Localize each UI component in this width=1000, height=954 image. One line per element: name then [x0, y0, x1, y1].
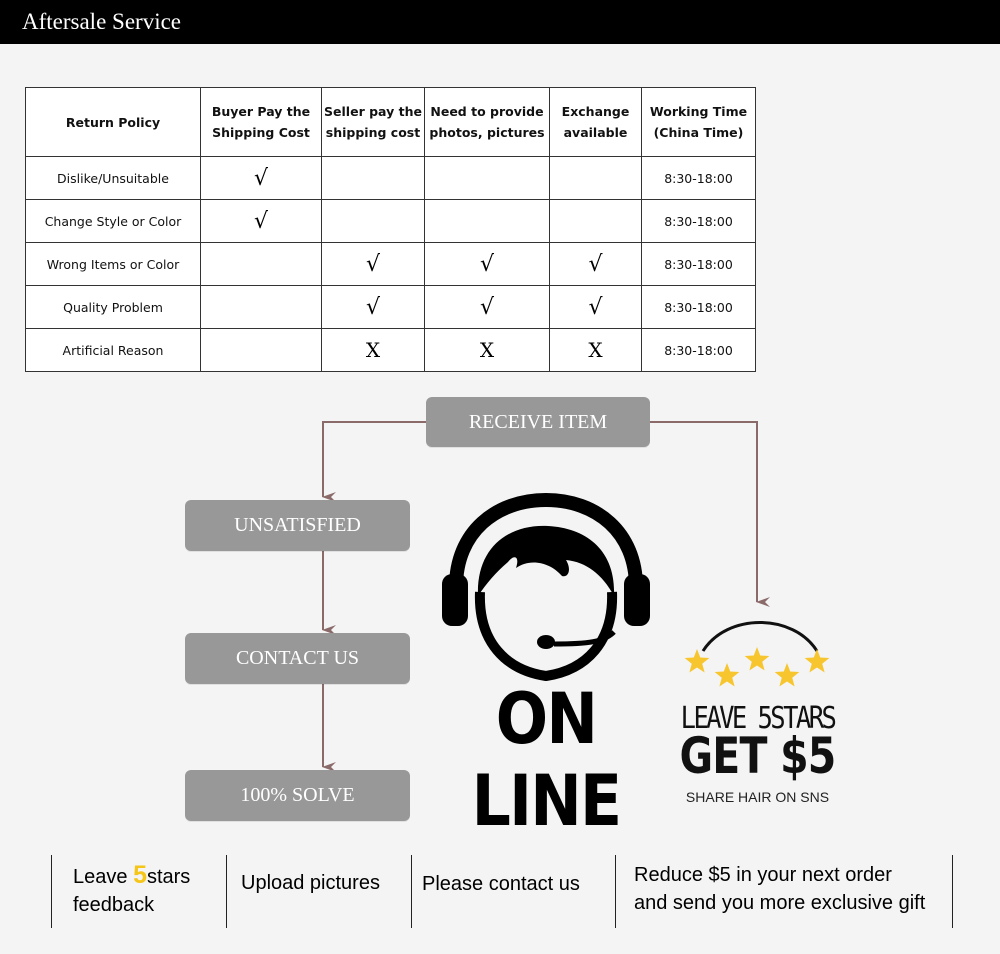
header-text: available [563, 125, 628, 140]
divider [615, 855, 616, 928]
cell-photos-mark [424, 199, 550, 243]
header-working-time: Working Time (China Time) [641, 87, 756, 157]
cell-policy: Artificial Reason [25, 328, 201, 372]
upload-pictures-text: Upload pictures [241, 872, 380, 894]
divider [226, 855, 227, 928]
cell-photos-mark: X [424, 328, 550, 372]
cell-policy: Quality Problem [25, 285, 201, 329]
divider [411, 855, 412, 928]
header-text: Need to provide [430, 104, 544, 119]
contact-us-label: CONTACT US [235, 647, 360, 669]
cell-policy: Change Style or Color [25, 199, 201, 243]
header-text: Shipping Cost [212, 125, 310, 140]
star-icon [804, 649, 830, 673]
header-text: Working Time [649, 104, 748, 119]
table-row: Quality Problem √ √ √ 8:30-18:00 [25, 285, 756, 329]
header-text: (China Time) [653, 125, 744, 140]
stars-arc [701, 621, 819, 652]
cell-policy: Dislike/Unsuitable [25, 156, 201, 200]
header-text: Buyer Pay the [211, 104, 311, 119]
page-header: Aftersale Service [0, 0, 1000, 44]
arrow-receive-to-unsatisfied [322, 421, 426, 502]
cell-seller-mark: X [321, 328, 425, 372]
cell-exchange-mark: √ [549, 285, 642, 329]
receive-item-label: RECEIVE ITEM [468, 410, 608, 433]
cell-seller-mark [321, 199, 425, 243]
upload-pictures-cell: Upload pictures [241, 869, 380, 942]
reduce-line2: and send you more exclusive gift [634, 892, 926, 914]
header-photos: Need to provide photos, pictures [424, 87, 550, 157]
cell-exchange-mark [549, 199, 642, 243]
solve-box: 100% SOLVE [185, 770, 410, 821]
table-row: Wrong Items or Color √ √ √ 8:30-18:00 [25, 242, 756, 286]
reduce-cell: Reduce $5 in your next order and send yo… [634, 861, 925, 934]
share-hair-text: SHARE HAIR ON SNS [685, 789, 830, 805]
header-return-policy: Return Policy [25, 87, 201, 157]
leave-prefix: Leave [73, 866, 134, 888]
header-text: photos, pictures [429, 125, 545, 140]
cell-buyer-mark [200, 242, 322, 286]
headset-support-icon [442, 492, 650, 682]
receive-item-box: RECEIVE ITEM [426, 397, 650, 447]
arrow-receive-to-review [650, 421, 770, 607]
cell-policy: Wrong Items or Color [25, 242, 201, 286]
unsatisfied-box: UNSATISFIED [185, 500, 410, 551]
cell-exchange-mark: X [549, 328, 642, 372]
header-text: Exchange [561, 104, 630, 119]
reduce-line1: Reduce $5 in your next order [634, 864, 892, 886]
header-seller-pay: Seller pay the shipping cost [321, 87, 425, 157]
contact-cell: Please contact us [422, 870, 580, 943]
leave-line2: feedback [73, 894, 155, 916]
cell-time: 8:30-18:00 [641, 285, 756, 329]
cell-buyer-mark: √ [200, 199, 322, 243]
table-row: Change Style or Color √ 8:30-18:00 [25, 199, 756, 243]
five-number: 5 [133, 861, 147, 889]
header-text: Seller pay the [324, 104, 422, 119]
divider [952, 855, 953, 928]
leave-suffix: stars [146, 866, 191, 888]
solve-label: 100% SOLVE [240, 784, 355, 806]
table-row: Artificial Reason X X X 8:30-18:00 [25, 328, 756, 372]
page-title: Aftersale Service [22, 9, 182, 34]
cell-time: 8:30-18:00 [641, 242, 756, 286]
divider [51, 855, 52, 928]
five-stars-rating [684, 647, 830, 687]
cell-seller-mark: √ [321, 242, 425, 286]
cell-time: 8:30-18:00 [641, 199, 756, 243]
contact-us-box: CONTACT US [185, 633, 410, 684]
star-icon [774, 663, 800, 687]
cell-photos-mark: √ [424, 285, 550, 329]
star-icon [714, 663, 740, 687]
unsatisfied-label: UNSATISFIED [234, 514, 361, 536]
leave-feedback-cell: Leave 5stars feedback [73, 861, 190, 934]
leave-five-stars-text: LEAVE 5STARS [680, 701, 837, 736]
online-label: ON LINE [471, 678, 623, 842]
cell-time: 8:30-18:00 [641, 156, 756, 200]
cell-seller-mark [321, 156, 425, 200]
header-text: Return Policy [65, 114, 161, 130]
star-icon [744, 647, 770, 671]
header-text: shipping cost [325, 125, 421, 140]
get-five-dollars-text: GET $5 [679, 727, 836, 785]
please-contact-text: Please contact us [422, 873, 580, 895]
star-icon [684, 649, 710, 673]
cell-time: 8:30-18:00 [641, 328, 756, 372]
